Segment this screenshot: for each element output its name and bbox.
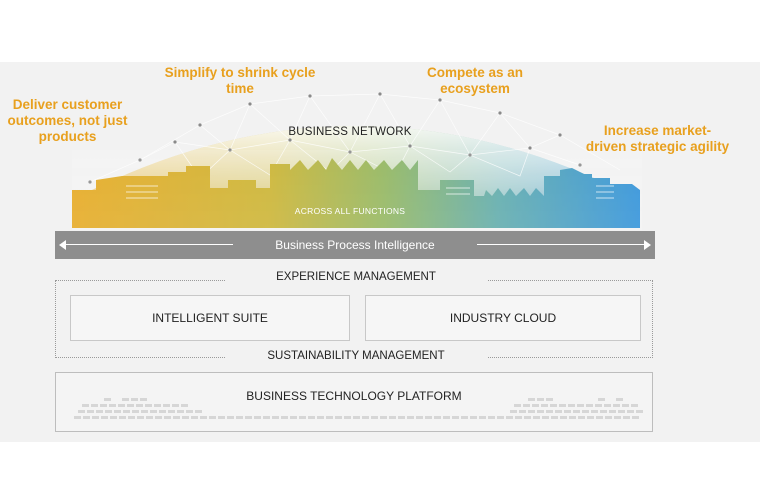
intelligent-suite-box: INTELLIGENT SUITE	[70, 295, 350, 341]
business-technology-platform-box: BUSINESS TECHNOLOGY PLATFORM	[55, 372, 653, 432]
industry-cloud-box: INDUSTRY CLOUD	[365, 295, 641, 341]
building-windows	[126, 185, 614, 199]
arrow-line-left	[63, 244, 233, 245]
process-intelligence-bar: Business Process Intelligence	[55, 231, 655, 259]
business-network-label: BUSINESS NETWORK	[288, 126, 412, 138]
goal-market-agility: Increase market-driven strategic agility	[585, 123, 730, 154]
across-functions-label: ACROSS ALL FUNCTIONS	[294, 206, 406, 216]
skyline-fade	[72, 150, 642, 230]
goal-customer-outcomes: Deliver customer outcomes, not just prod…	[7, 97, 128, 144]
goal-ecosystem: Compete as an ecosystem	[426, 65, 524, 96]
process-intelligence-label: Business Process Intelligence	[275, 238, 435, 252]
arrow-left-icon	[59, 240, 66, 250]
goal-shrink-cycle-time: Simplify to shrink cycle time	[164, 65, 316, 96]
arrow-line-right	[477, 244, 647, 245]
experience-management-label: EXPERIENCE MANAGEMENT	[225, 271, 487, 283]
arrow-right-icon	[644, 240, 651, 250]
sustainability-management-label: SUSTAINABILITY MANAGEMENT	[225, 350, 487, 362]
business-technology-platform-label: BUSINESS TECHNOLOGY PLATFORM	[246, 389, 462, 403]
